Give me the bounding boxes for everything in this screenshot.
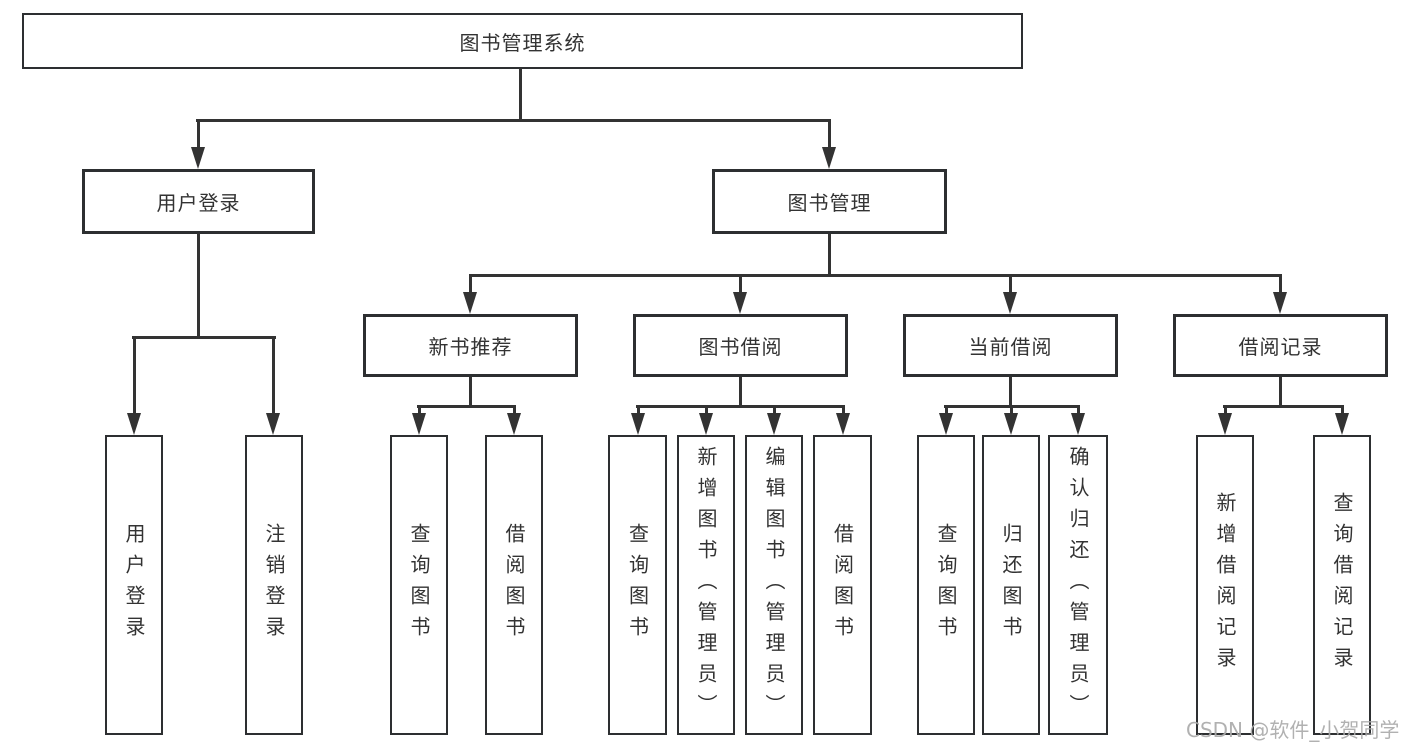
leaf-label: 借阅图书 [830, 523, 855, 647]
node-label: 借阅记录 [1238, 335, 1323, 359]
arrow-down-icon [412, 405, 426, 435]
leaf-label: 新增图书（管理员） [694, 445, 718, 725]
node-new-book-recommend: 新书推荐 [363, 314, 578, 377]
arrow-down-icon [733, 274, 747, 314]
leaf-add-book-admin: 新增图书（管理员） [677, 435, 735, 735]
leaf-label: 借阅图书 [502, 523, 526, 647]
leaf-query-books-current: 查询图书 [917, 435, 975, 735]
node-label: 用户登录 [156, 191, 241, 215]
leaf-label: 查询借阅记录 [1330, 492, 1354, 678]
arrow-down-icon [507, 405, 521, 435]
leaf-user-login: 用户登录 [105, 435, 163, 735]
connector-line [828, 234, 831, 277]
arrow-down-icon [767, 405, 781, 435]
connector-line [636, 405, 845, 408]
node-label: 图书管理系统 [459, 30, 586, 55]
arrow-down-icon [1071, 405, 1085, 435]
arrow-down-icon [463, 274, 477, 314]
connector-line [469, 274, 1282, 277]
leaf-label: 新增借阅记录 [1213, 492, 1237, 678]
connector-line [1009, 377, 1012, 408]
node-label: 新书推荐 [428, 335, 513, 359]
connector-line [132, 336, 276, 339]
leaf-query-books-recommend: 查询图书 [390, 435, 448, 735]
node-user-login: 用户登录 [82, 169, 315, 234]
leaf-label: 归还图书 [999, 523, 1023, 647]
leaf-edit-book-admin: 编辑图书（管理员） [745, 435, 803, 735]
node-book-borrow: 图书借阅 [633, 314, 848, 377]
arrow-down-icon [1218, 405, 1232, 435]
node-current-borrow: 当前借阅 [903, 314, 1118, 377]
arrow-down-icon [699, 405, 713, 435]
connector-line [197, 233, 200, 339]
arrow-down-icon [631, 405, 645, 435]
node-borrow-records: 借阅记录 [1173, 314, 1388, 377]
leaf-label: 查询图书 [407, 523, 431, 647]
arrow-down-icon [191, 119, 205, 169]
arrow-down-icon [127, 336, 141, 435]
leaf-logout: 注销登录 [245, 435, 303, 735]
leaf-add-borrow-record: 新增借阅记录 [1196, 435, 1254, 735]
leaf-borrow-books: 借阅图书 [813, 435, 872, 735]
arrow-down-icon [939, 405, 953, 435]
leaf-label: 查询图书 [934, 523, 958, 647]
arrow-down-icon [1335, 405, 1349, 435]
leaf-label: 确认归还（管理员） [1066, 445, 1090, 725]
arrow-down-icon [822, 119, 836, 169]
node-library-system: 图书管理系统 [22, 13, 1023, 69]
arrow-down-icon [1004, 405, 1018, 435]
leaf-query-books-borrow: 查询图书 [608, 435, 667, 735]
connector-line [739, 377, 742, 408]
connector-line [1279, 377, 1282, 408]
arrow-down-icon [836, 405, 850, 435]
leaf-confirm-return-admin: 确认归还（管理员） [1048, 435, 1108, 735]
connector-line [196, 119, 831, 122]
connector-line [519, 68, 522, 119]
connector-line [1223, 405, 1344, 408]
leaf-label: 查询图书 [625, 523, 650, 647]
csdn-watermark: CSDN @软件_小贺同学 [1186, 718, 1400, 742]
leaf-query-borrow-record: 查询借阅记录 [1313, 435, 1371, 735]
connector-line [469, 377, 472, 408]
node-label: 当前借阅 [968, 335, 1053, 359]
connector-line [417, 405, 516, 408]
leaf-borrow-books-recommend: 借阅图书 [485, 435, 543, 735]
node-label: 图书管理 [787, 191, 872, 215]
leaf-label: 用户登录 [122, 523, 146, 647]
arrow-down-icon [1273, 274, 1287, 314]
node-book-management: 图书管理 [712, 169, 947, 234]
leaf-return-books: 归还图书 [982, 435, 1040, 735]
arrow-down-icon [1003, 274, 1017, 314]
arrow-down-icon [266, 336, 280, 435]
leaf-label: 编辑图书（管理员） [762, 445, 786, 725]
leaf-label: 注销登录 [262, 523, 286, 647]
node-label: 图书借阅 [698, 335, 783, 359]
